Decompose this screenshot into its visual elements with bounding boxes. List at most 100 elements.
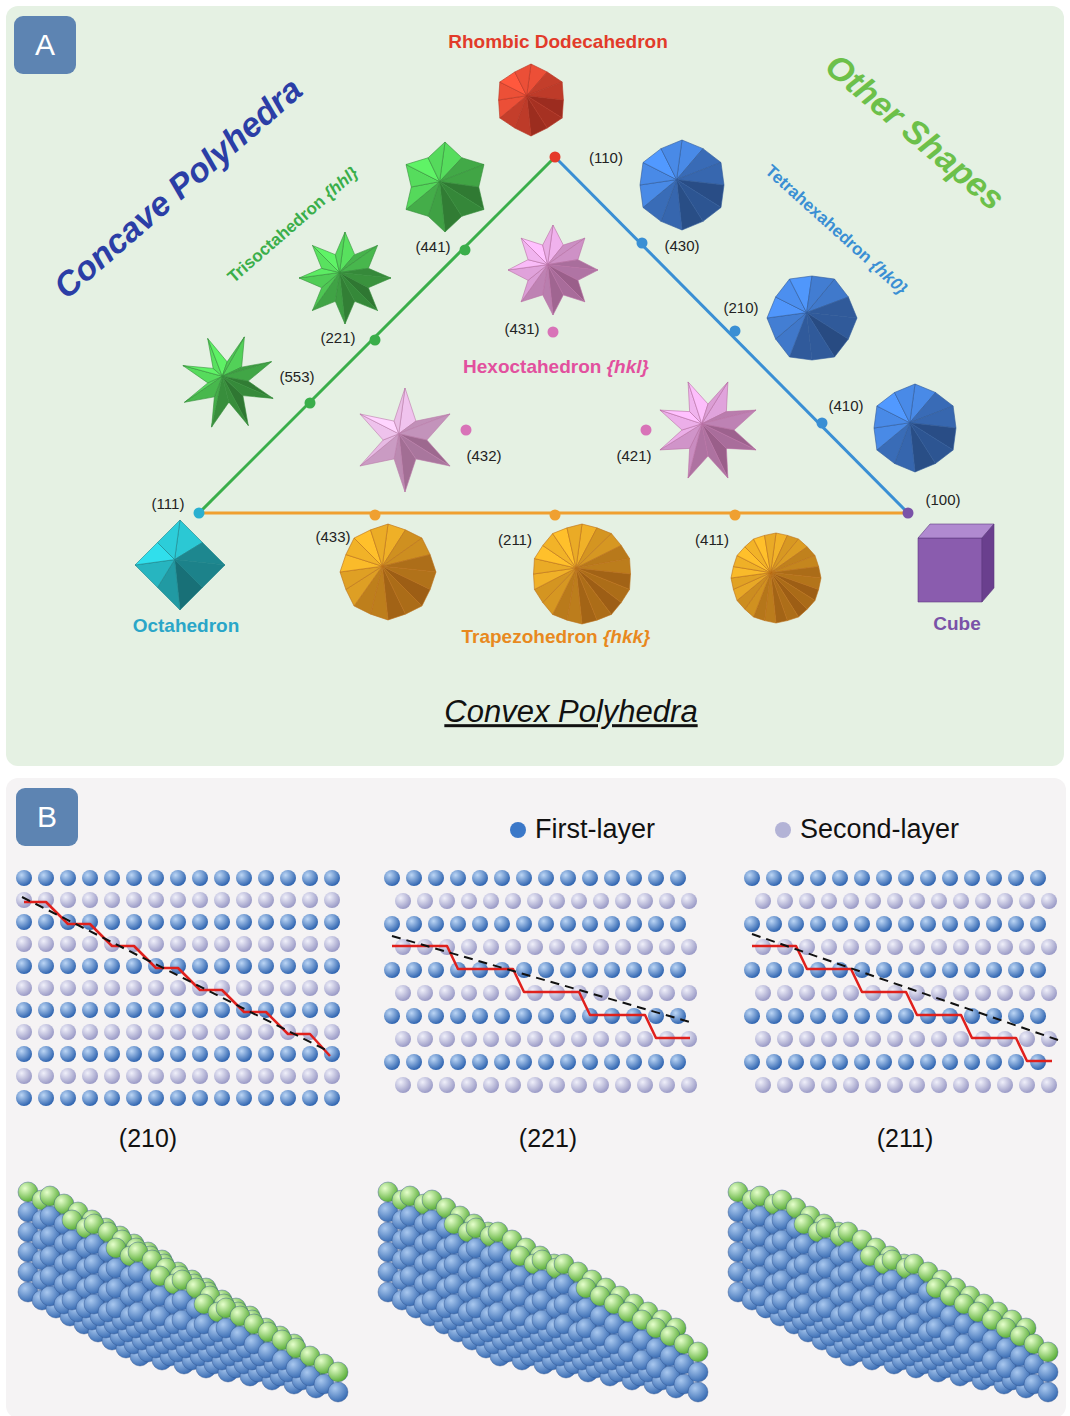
atom [328,1382,348,1402]
index-dot [817,418,828,429]
atom [505,939,521,955]
atom [170,1090,186,1106]
atom [406,1054,422,1070]
facet [371,524,388,566]
legend-swatch [510,822,526,838]
miller-index: (553) [279,368,314,385]
atom [472,870,488,886]
trapezohedron-433 [340,524,436,620]
facet [895,384,916,423]
panel-letter: A [35,30,55,60]
atom [593,1031,609,1047]
atom [16,1090,32,1106]
atom [236,892,252,908]
atom [659,985,675,1001]
atom [560,962,576,978]
atom [148,1046,164,1062]
atom [82,1090,98,1106]
atom [494,1054,510,1070]
atom [810,916,826,932]
text-part: {hkl} [607,356,649,377]
atom [38,914,54,930]
atom [324,1024,340,1040]
atom [192,1090,208,1106]
atom [236,914,252,930]
atom [428,916,444,932]
atom [920,962,936,978]
atom [810,1008,826,1024]
atom [280,936,296,952]
atom [60,914,76,930]
atom [898,962,914,978]
atom [126,958,142,974]
atom [549,1031,565,1047]
atom [1030,1008,1046,1024]
miller-index: (111) [152,495,185,512]
atom [236,1002,252,1018]
atom [516,916,532,932]
atom [258,914,274,930]
atom [766,1054,782,1070]
atom [302,892,318,908]
region-heading: Convex Polyhedra [444,694,697,730]
atom [1019,893,1035,909]
atom [170,914,186,930]
atom [909,893,925,909]
atom [920,916,936,932]
atom [843,939,859,955]
facet [702,382,728,424]
atom [328,1362,348,1382]
atom [1041,1077,1057,1093]
atom [571,1077,587,1093]
facet [335,232,345,272]
atom [450,916,466,932]
atom [505,1077,521,1093]
legend-swatch [775,822,791,838]
atom [280,892,296,908]
miller-index: (100) [925,491,960,508]
atom [975,939,991,955]
miller-index: (441) [415,238,450,255]
atom [1041,939,1057,955]
atom [626,962,642,978]
atom [843,1031,859,1047]
atom [461,1077,477,1093]
atom [986,962,1002,978]
atom [428,870,444,886]
atom [302,958,318,974]
atom [258,1024,274,1040]
atom [104,892,120,908]
atom [170,870,186,886]
atom [571,893,587,909]
text-part: Hexoctahedron [463,356,607,377]
atom [688,1362,708,1382]
atom [1019,1031,1035,1047]
cube [918,524,994,602]
step-edge-line [392,946,690,1038]
atom [38,1046,54,1062]
atom [192,980,208,996]
atom [258,936,274,952]
atom [788,1054,804,1070]
atom [876,870,892,886]
index-dot [460,245,471,256]
atom [648,870,664,886]
atom [560,870,576,886]
atom [302,936,318,952]
atom [148,914,164,930]
atom [148,892,164,908]
atom [832,1054,848,1070]
atom [384,1054,400,1070]
atom [16,870,32,886]
atom [483,939,499,955]
atom [637,893,653,909]
miller-index: (431) [504,320,539,337]
atom [148,936,164,952]
panel-badge: A [14,16,76,74]
atom [626,1054,642,1070]
atom [214,1024,230,1040]
facet [184,376,222,402]
atom [854,916,870,932]
stepped-surface-221 [378,1182,708,1402]
atom [280,1090,296,1106]
